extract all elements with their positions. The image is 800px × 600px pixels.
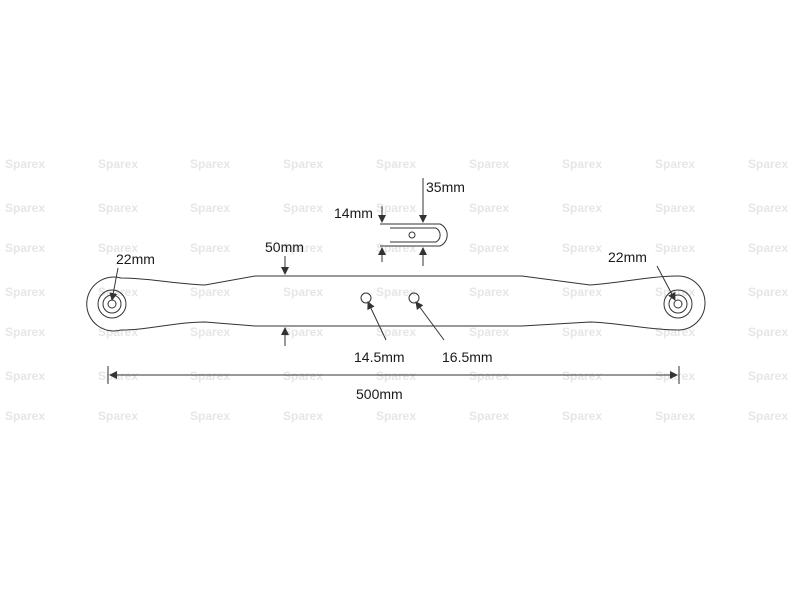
watermark-text: Sparex [748, 409, 788, 423]
watermark-text: Sparex [98, 157, 138, 171]
watermark-text: Sparex [190, 409, 230, 423]
watermark-text: Sparex [283, 409, 323, 423]
watermark-text: Sparex [283, 285, 323, 299]
watermark-text: Sparex [748, 241, 788, 255]
dim-length-label: 500mm [356, 386, 403, 402]
watermark-text: Sparex [469, 409, 509, 423]
watermark-text: Sparex [469, 157, 509, 171]
watermark-text: Sparex [469, 325, 509, 339]
watermark-text: Sparex [98, 369, 138, 383]
dim-hole-1-label: 14.5mm [354, 349, 405, 365]
watermark-text: Sparex [748, 201, 788, 215]
watermark-text: Sparex [748, 285, 788, 299]
right-ball-joint [663, 289, 693, 319]
watermark-text: Sparex [376, 201, 416, 215]
watermark-text: Sparex [98, 201, 138, 215]
watermark-text: Sparex [190, 369, 230, 383]
bar-outline [86, 275, 706, 332]
watermark-text: Sparex [562, 369, 602, 383]
watermark-text: Sparex [562, 157, 602, 171]
dim-width-label: 50mm [265, 239, 304, 255]
watermark-text: Sparex [5, 409, 45, 423]
dim-hole-2-label: 16.5mm [442, 349, 493, 365]
watermark-text: Sparex [655, 241, 695, 255]
watermark-text: Sparex [655, 157, 695, 171]
watermark-text: Sparex [655, 325, 695, 339]
watermark-text: Sparex [655, 409, 695, 423]
watermark-text: Sparex [190, 285, 230, 299]
dim-left-eye-label: 22mm [116, 251, 155, 267]
watermark-text: Sparex [655, 285, 695, 299]
watermark-text: Sparex [283, 201, 323, 215]
watermark-text: Sparex [283, 369, 323, 383]
watermark-text: Sparex [98, 241, 138, 255]
dim-clevis-width-label: 35mm [426, 179, 465, 195]
watermark-text: Sparex [376, 325, 416, 339]
watermark-text: Sparex [562, 241, 602, 255]
watermark-text: Sparex [283, 325, 323, 339]
watermark-text: Sparex [562, 201, 602, 215]
watermark-text: Sparex [283, 157, 323, 171]
watermark-text: Sparex [190, 325, 230, 339]
watermark-text: Sparex [655, 369, 695, 383]
watermark-text: Sparex [562, 285, 602, 299]
watermark-text: Sparex [376, 285, 416, 299]
watermark-text: Sparex [5, 285, 45, 299]
watermark-text: Sparex [562, 409, 602, 423]
watermark-text: Sparex [5, 201, 45, 215]
watermark-text: Sparex [376, 241, 416, 255]
watermark-text: Sparex [283, 241, 323, 255]
watermark-text: Sparex [469, 285, 509, 299]
watermark-text: Sparex [469, 241, 509, 255]
watermark-text: Sparex [5, 325, 45, 339]
watermark-text: Sparex [190, 241, 230, 255]
watermark-text: Sparex [190, 201, 230, 215]
clevis-end-view [380, 223, 448, 247]
watermark-text: Sparex [98, 325, 138, 339]
hole-14-5 [360, 292, 372, 304]
watermark-text: Sparex [376, 369, 416, 383]
watermark-text: Sparex [5, 157, 45, 171]
watermark-text: Sparex [748, 369, 788, 383]
watermark-text: Sparex [5, 369, 45, 383]
watermark-text: Sparex [469, 369, 509, 383]
dim-clevis-thickness-label: 14mm [334, 205, 373, 221]
dim-right-eye-label: 22mm [608, 249, 647, 265]
link-bar [86, 275, 706, 332]
watermark-text: Sparex [748, 157, 788, 171]
hole-16-5 [408, 292, 420, 304]
watermark-text: Sparex [376, 157, 416, 171]
watermark-text: Sparex [5, 241, 45, 255]
watermark-text: Sparex [376, 409, 416, 423]
watermark-text: Sparex [562, 325, 602, 339]
watermark-text: Sparex [469, 201, 509, 215]
watermark-text: Sparex [190, 157, 230, 171]
watermark-text: Sparex [748, 325, 788, 339]
watermark-text: Sparex [98, 409, 138, 423]
watermark-text: Sparex [655, 201, 695, 215]
dimension-lines [107, 178, 680, 384]
